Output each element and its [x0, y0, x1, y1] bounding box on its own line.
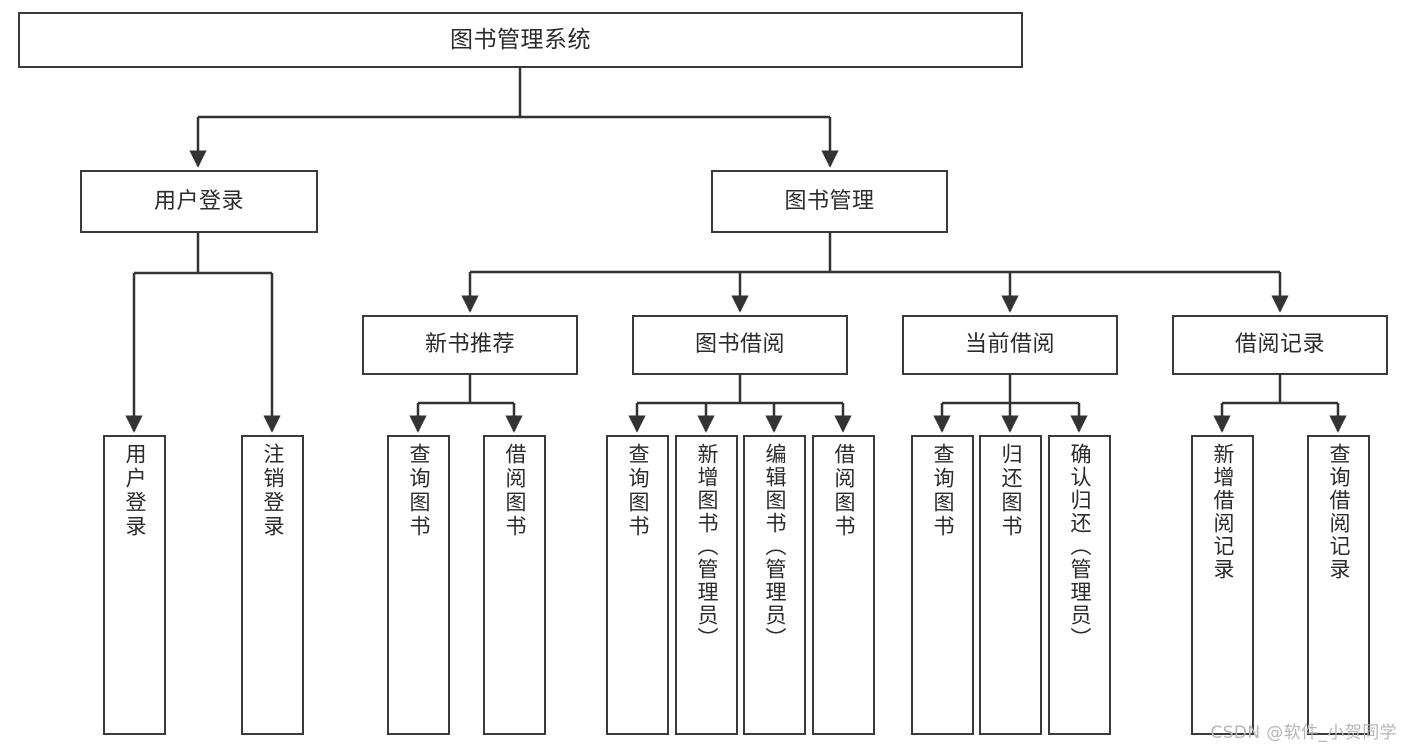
node-label: 查询图书 — [931, 443, 955, 539]
node-new-book-recommend[interactable]: 新书推荐 — [362, 315, 578, 375]
node-borrow-record[interactable]: 借阅记录 — [1172, 315, 1388, 375]
node-label: 图书借阅 — [694, 332, 785, 358]
leaf-borrow-record-add-record[interactable]: 新增借阅记录 — [1191, 435, 1254, 735]
leaf-current-borrow-query-book[interactable]: 查询图书 — [911, 435, 974, 735]
leaf-borrow-record-query-record[interactable]: 查询借阅记录 — [1307, 435, 1370, 735]
node-current-borrow[interactable]: 当前借阅 — [902, 315, 1118, 375]
leaf-current-borrow-return-book[interactable]: 归还图书 — [979, 435, 1042, 735]
leaf-user-login-login[interactable]: 用户登录 — [103, 435, 166, 735]
node-label: 图书管理 — [784, 188, 875, 214]
node-label: 注销登录 — [261, 443, 285, 539]
node-book-management[interactable]: 图书管理 — [711, 170, 948, 233]
node-label: 新增借阅记录 — [1211, 443, 1235, 581]
leaf-user-login-logout[interactable]: 注销登录 — [241, 435, 304, 735]
leaf-current-borrow-confirm-return-admin[interactable]: 确认归还（管理员） — [1048, 435, 1111, 735]
leaf-new-book-borrow-book[interactable]: 借阅图书 — [483, 435, 546, 735]
leaf-book-borrow-borrow-book[interactable]: 借阅图书 — [812, 435, 875, 735]
node-label: 图书管理系统 — [450, 26, 591, 53]
node-label: 借阅记录 — [1234, 332, 1325, 358]
leaf-book-borrow-edit-book-admin[interactable]: 编辑图书（管理员） — [743, 435, 806, 735]
node-label: 新书推荐 — [424, 332, 515, 358]
node-label: 归还图书 — [999, 443, 1023, 539]
watermark-csdn: CSDN @软件_小贺同学 — [1210, 723, 1397, 743]
node-label: 新增图书（管理员） — [695, 443, 719, 650]
leaf-book-borrow-query-book[interactable]: 查询图书 — [606, 435, 669, 735]
node-label: 查询借阅记录 — [1327, 443, 1351, 581]
node-root-book-management-system[interactable]: 图书管理系统 — [18, 12, 1023, 68]
node-label: 用户登录 — [123, 443, 147, 539]
node-label: 编辑图书（管理员） — [763, 443, 787, 650]
node-label: 查询图书 — [407, 443, 431, 539]
leaf-book-borrow-add-book-admin[interactable]: 新增图书（管理员） — [675, 435, 738, 735]
node-label: 查询图书 — [626, 443, 650, 539]
node-label: 确认归还（管理员） — [1068, 443, 1092, 650]
leaf-new-book-query-book[interactable]: 查询图书 — [387, 435, 450, 735]
node-user-login[interactable]: 用户登录 — [80, 170, 318, 233]
node-label: 借阅图书 — [503, 443, 527, 539]
node-label: 用户登录 — [153, 188, 244, 214]
node-book-borrow[interactable]: 图书借阅 — [632, 315, 848, 375]
node-label: 当前借阅 — [964, 332, 1055, 358]
node-label: 借阅图书 — [832, 443, 856, 539]
